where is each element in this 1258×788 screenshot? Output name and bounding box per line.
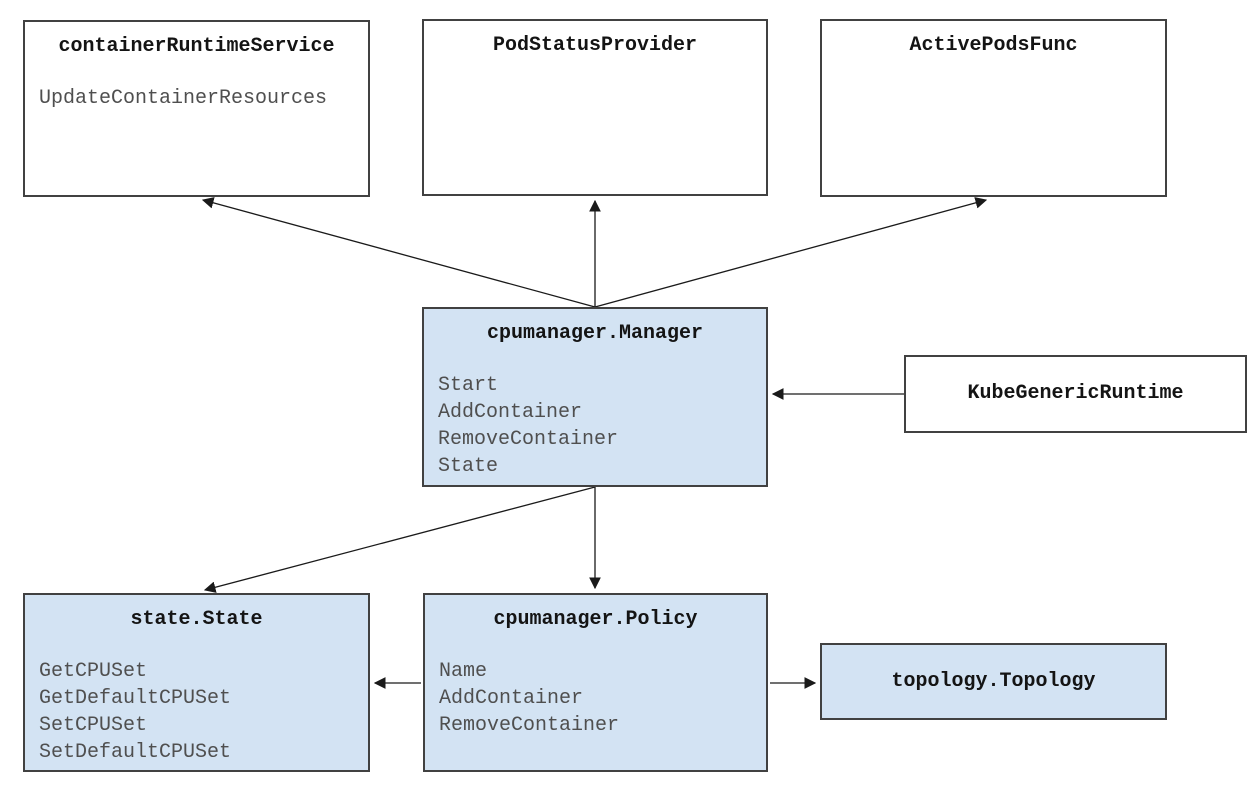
box-cpumanager-policy: cpumanager.Policy Name AddContainer Remo… xyxy=(423,593,768,772)
edge-manager-to-state-state xyxy=(203,486,596,593)
box-methods: GetCPUSet GetDefaultCPUSet SetCPUSet Set… xyxy=(39,660,232,764)
edge-manager-to-container-runtime-service xyxy=(201,197,596,308)
box-title: cpumanager.Policy xyxy=(493,608,698,631)
box-active-pods-func: ActivePodsFunc xyxy=(820,19,1167,197)
box-methods: UpdateContainerResources xyxy=(39,87,328,110)
box-title: cpumanager.Manager xyxy=(486,322,704,345)
edge-manager-to-active-pods-func xyxy=(594,197,988,308)
box-methods: Name AddContainer RemoveContainer xyxy=(439,660,620,737)
box-title: state.State xyxy=(130,608,263,631)
box-title: PodStatusProvider xyxy=(492,34,698,57)
box-title: KubeGenericRuntime xyxy=(967,382,1184,405)
box-title: ActivePodsFunc xyxy=(909,34,1078,57)
box-kube-generic-runtime: KubeGenericRuntime xyxy=(904,355,1247,433)
box-topology-topology: topology.Topology xyxy=(820,643,1167,720)
box-pod-status-provider: PodStatusProvider xyxy=(422,19,768,196)
box-state-state: state.State GetCPUSet GetDefaultCPUSet S… xyxy=(23,593,370,772)
box-cpumanager-manager: cpumanager.Manager Start AddContainer Re… xyxy=(422,307,768,487)
box-methods: Start AddContainer RemoveContainer State xyxy=(438,374,619,478)
box-container-runtime-service: containerRuntimeService UpdateContainerR… xyxy=(23,20,370,197)
box-title: containerRuntimeService xyxy=(58,35,335,58)
box-title: topology.Topology xyxy=(891,669,1096,693)
